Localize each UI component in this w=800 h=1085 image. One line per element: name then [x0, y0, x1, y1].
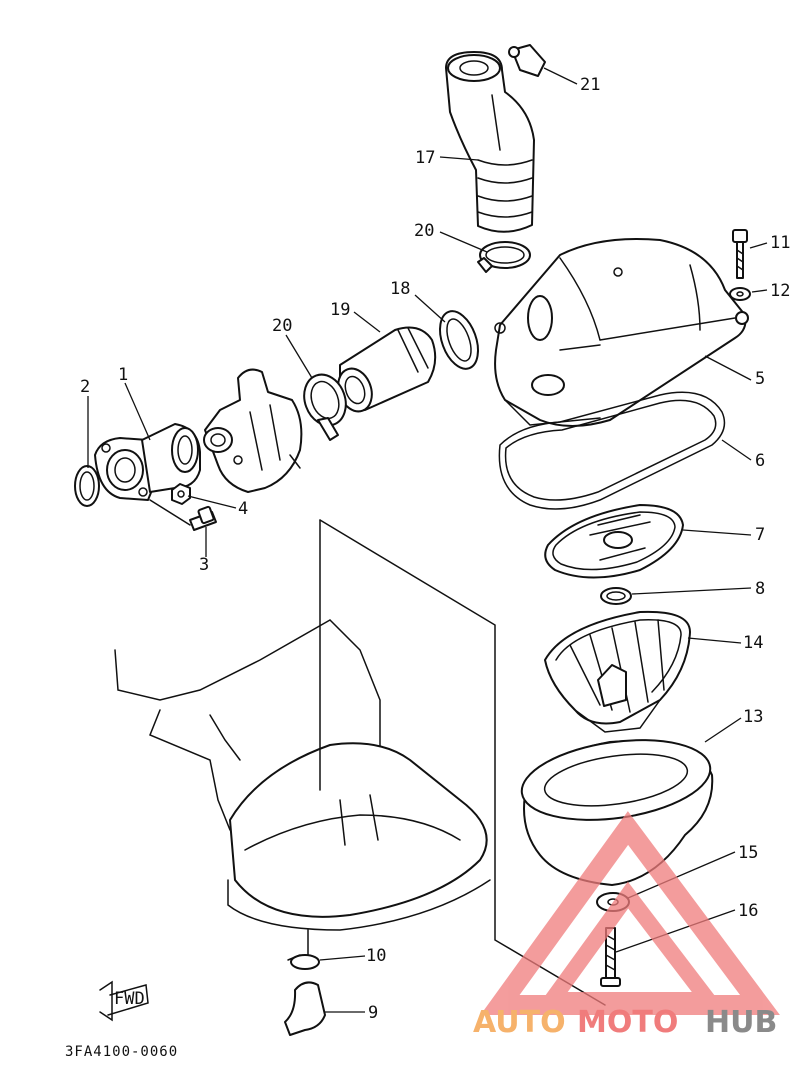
- callout-14: 14: [743, 633, 763, 653]
- part-5-air-cleaner-case: [494, 238, 749, 427]
- fwd-indicator: FWD: [99, 980, 149, 1022]
- part-6-case-seal: [498, 391, 726, 510]
- callout-19: 19: [330, 300, 350, 320]
- part-12-washer: [729, 287, 751, 301]
- fwd-label: FWD: [114, 989, 145, 1009]
- callout-7: 7: [755, 525, 765, 545]
- callout-17: 17: [415, 148, 435, 168]
- part-1-manifold: [94, 423, 201, 501]
- engine-outline: [114, 619, 491, 931]
- part-9-drain-cap: [284, 981, 326, 1036]
- watermark-moto: MOTO: [577, 1005, 678, 1040]
- callout-2: 2: [80, 377, 90, 397]
- callout-3: 3: [199, 555, 209, 575]
- watermark-inner-triangle-icon: [536, 881, 725, 1008]
- callout-13: 13: [743, 707, 763, 727]
- part-4-nut: [171, 483, 191, 505]
- part-19-air-cleaner-joint: [337, 326, 437, 413]
- part-11-bolt: [732, 229, 748, 279]
- callout-20-upper: 20: [414, 221, 434, 241]
- watermark-logo: [480, 811, 780, 1015]
- callout-15: 15: [738, 843, 758, 863]
- carburetor: [203, 368, 303, 493]
- part-14-element-guide: [544, 610, 691, 733]
- callout-8: 8: [755, 579, 765, 599]
- callout-10: 10: [366, 946, 386, 966]
- part-21-vent-fitting: [508, 44, 546, 77]
- drawing-code: 3FA4100-0060: [65, 1044, 178, 1060]
- watermark-text: AUTO MOTO HUB: [473, 1005, 777, 1040]
- callout-6: 6: [755, 451, 765, 471]
- callout-labels: 1 2 3 4 5 6 7 8 9 10 11 12 13 14 15 16 1…: [80, 75, 790, 1023]
- part-13-air-filter-element: [520, 739, 714, 886]
- leader-lines: [87, 67, 768, 1013]
- watermark-auto: AUTO: [473, 1005, 566, 1040]
- part-2-o-ring: [74, 465, 100, 507]
- part-18-joint-ring: [439, 310, 479, 370]
- callout-1: 1: [118, 365, 128, 385]
- callout-9: 9: [368, 1003, 378, 1023]
- callout-16: 16: [738, 901, 758, 921]
- callout-11: 11: [770, 233, 790, 253]
- callout-12: 12: [770, 281, 790, 301]
- callout-4: 4: [238, 499, 248, 519]
- callout-20-lower: 20: [272, 316, 292, 336]
- part-3-bolt: [189, 505, 217, 531]
- part-10-clip: [287, 954, 320, 970]
- callout-21: 21: [580, 75, 600, 95]
- part-8-o-ring: [600, 587, 632, 605]
- part-17-intake-tube: [445, 51, 535, 233]
- part-20-lower-clamp: [303, 373, 347, 441]
- part-7-element-cap: [544, 504, 684, 579]
- callout-18: 18: [390, 279, 410, 299]
- part-20-upper-clamp: [477, 241, 531, 273]
- callout-5: 5: [755, 369, 765, 389]
- watermark-hub: HUB: [705, 1005, 777, 1040]
